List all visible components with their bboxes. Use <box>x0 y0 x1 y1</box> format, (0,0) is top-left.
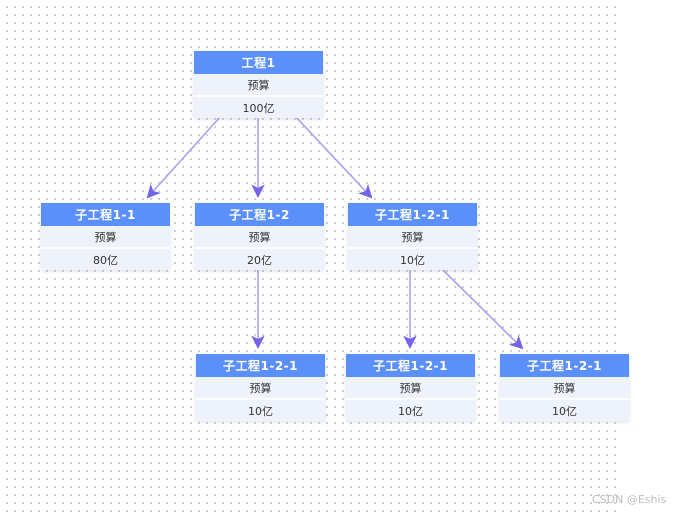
tree-node-leaf-2[interactable]: 子工程1-2-1 预算 10亿 <box>346 354 475 421</box>
node-field-label: 预算 <box>346 377 475 398</box>
node-title: 子工程1-2 <box>195 203 324 226</box>
node-title: 子工程1-2-1 <box>348 203 477 226</box>
node-field-label: 预算 <box>195 226 324 247</box>
node-field-label: 预算 <box>41 226 170 247</box>
node-field-value: 100亿 <box>194 95 323 118</box>
csdn-watermark: CSDN @Eshis <box>592 493 667 506</box>
node-field-value: 80亿 <box>41 247 170 270</box>
tree-node-root[interactable]: 工程1 预算 100亿 <box>194 51 323 118</box>
node-field-value: 20亿 <box>195 247 324 270</box>
node-field-label: 预算 <box>196 377 325 398</box>
node-field-value: 10亿 <box>196 398 325 421</box>
node-field-label: 预算 <box>194 74 323 95</box>
node-field-value: 10亿 <box>346 398 475 421</box>
node-title: 工程1 <box>194 51 323 74</box>
node-field-value: 10亿 <box>348 247 477 270</box>
tree-node-child-1-2[interactable]: 子工程1-2 预算 20亿 <box>195 203 324 270</box>
node-title: 子工程1-1 <box>41 203 170 226</box>
node-title: 子工程1-2-1 <box>500 354 629 377</box>
node-title: 子工程1-2-1 <box>196 354 325 377</box>
node-field-label: 预算 <box>348 226 477 247</box>
tree-node-child-1-2-1[interactable]: 子工程1-2-1 预算 10亿 <box>348 203 477 270</box>
tree-node-leaf-3[interactable]: 子工程1-2-1 预算 10亿 <box>500 354 629 421</box>
node-field-label: 预算 <box>500 377 629 398</box>
tree-node-child-1-1[interactable]: 子工程1-1 预算 80亿 <box>41 203 170 270</box>
tree-node-leaf-1[interactable]: 子工程1-2-1 预算 10亿 <box>196 354 325 421</box>
node-title: 子工程1-2-1 <box>346 354 475 377</box>
node-field-value: 10亿 <box>500 398 629 421</box>
